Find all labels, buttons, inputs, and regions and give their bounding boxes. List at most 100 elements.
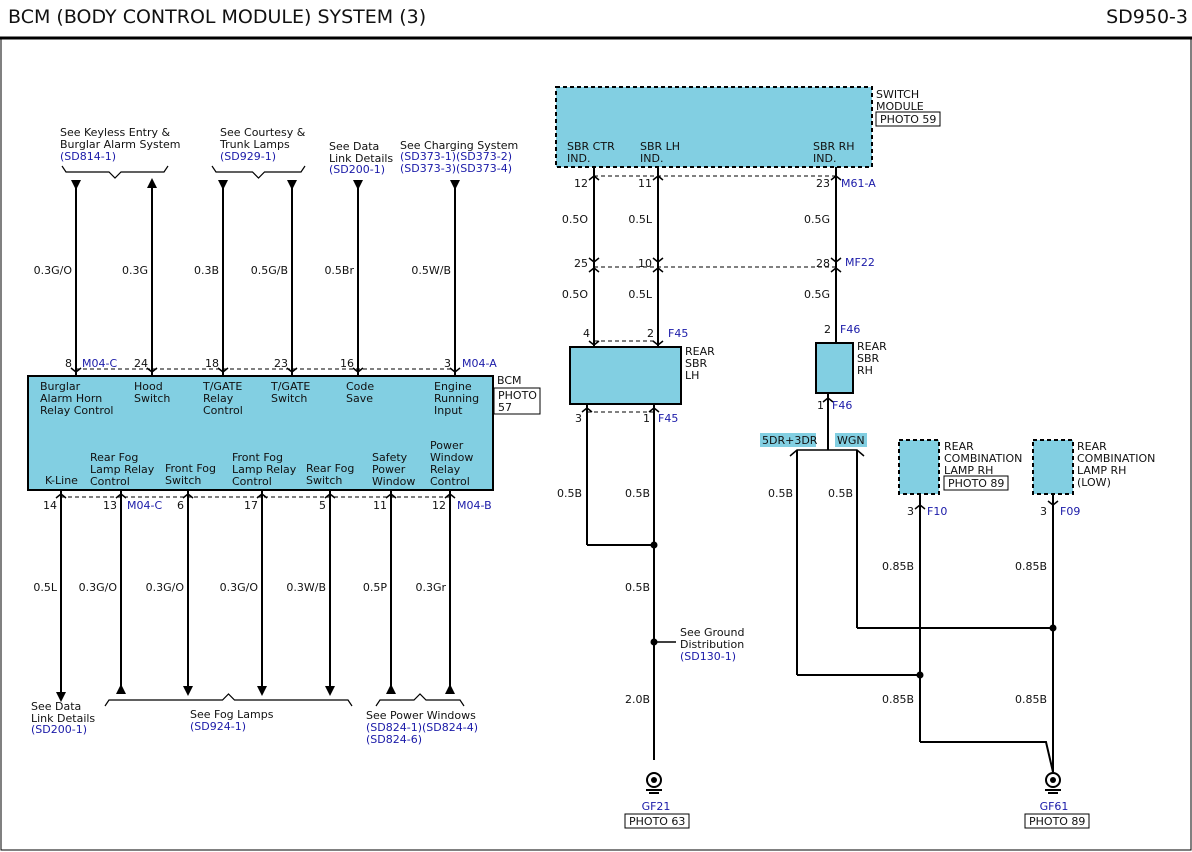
connector-chevron-icon — [256, 493, 268, 499]
bcm-pin-label: Switch — [134, 392, 170, 405]
reference-text: Link Details — [31, 712, 95, 725]
bcm-pin-label: Burglar — [40, 380, 81, 393]
rear-lamp-wire — [920, 741, 1054, 773]
arrow-down-icon — [56, 692, 66, 702]
wire-spec: 0.3G — [122, 264, 148, 277]
switch-module-name: SWITCH — [876, 88, 919, 101]
connector-chevron-icon — [70, 367, 82, 373]
pin-number: 3 — [444, 357, 451, 370]
ground-photo-label: PHOTO 63 — [629, 815, 685, 828]
pin-number: 3 — [907, 505, 914, 518]
bcm-pin-label: Relay — [203, 392, 234, 405]
sbr-rh-name: RH — [857, 364, 873, 377]
pin-number: 18 — [205, 357, 219, 370]
arrow-down-icon — [183, 686, 193, 696]
reference-link: (SD200-1) — [329, 163, 385, 176]
reference-brace — [104, 693, 353, 707]
connector-chevron-icon — [286, 367, 298, 373]
switch-module-photo — [875, 111, 941, 127]
connector-label: F46 — [840, 323, 860, 336]
bcm-pin-label: Front Fog — [232, 451, 283, 464]
arrow-up-icon — [116, 684, 126, 694]
pin-number: 16 — [340, 357, 354, 370]
switch-input-label: SBR LH — [640, 140, 680, 153]
sbr-lh-name: REAR — [685, 345, 715, 358]
wire-spec: 0.5G/B — [251, 264, 288, 277]
rear-lamp-rh-name: COMBINATION — [944, 452, 1022, 465]
wire-spec: 0.5B — [625, 581, 650, 594]
arrow-up-icon — [147, 178, 157, 188]
wire-spec: 0.5O — [562, 213, 588, 226]
rear-lamp-rh-box — [898, 439, 940, 495]
wire-spec: 0.85B — [882, 560, 914, 573]
variant-tag-label: 5DR+3DR — [762, 434, 818, 447]
switch-input-label: SBR CTR — [567, 140, 615, 153]
branch-brace — [789, 449, 865, 457]
pin-number: 25 — [574, 257, 588, 270]
arrow-down-icon — [71, 180, 81, 190]
connector-chevron-icon — [352, 367, 364, 373]
connector-label: F45 — [668, 327, 688, 340]
wire-spec: 0.5G — [804, 288, 830, 301]
bcm-pin-label: Lamp Relay — [232, 463, 297, 476]
switch-module-name: MODULE — [876, 100, 924, 113]
wire-spec: 0.5L — [628, 213, 652, 226]
wire-spec: 0.5G — [804, 213, 830, 226]
switch-module-box — [555, 86, 873, 168]
pin-number: 8 — [65, 357, 72, 370]
pin-number: 23 — [816, 177, 830, 190]
pin-number: 4 — [583, 327, 590, 340]
connector-chevron-icon — [146, 367, 158, 373]
bcm-pin-label: Switch — [306, 474, 342, 487]
ground-label: GF21 — [642, 800, 671, 813]
connector-chevron-icon — [588, 340, 600, 346]
pin-number: 1 — [817, 399, 824, 412]
wire-spec: 0.3G/O — [79, 581, 118, 594]
wire-spec: 0.5P — [363, 581, 387, 594]
bcm-pin-label: Hood — [134, 380, 163, 393]
connector-label: F46 — [832, 399, 852, 412]
connector-label: F10 — [927, 505, 947, 518]
rear-lamp-rh-low-name: REAR — [1077, 440, 1107, 453]
arrow-down-icon — [450, 180, 460, 190]
reference-text: Distribution — [680, 638, 744, 651]
bcm-pin-label: Front Fog — [165, 462, 216, 475]
connector-label: M04-A — [462, 357, 497, 370]
bcm-pin-label: Engine — [434, 380, 472, 393]
reference-text: See Ground — [680, 626, 744, 639]
pin-number: 3 — [575, 412, 582, 425]
bcm-pin-label: Rear Fog — [306, 462, 354, 475]
pin-number: 3 — [1040, 505, 1047, 518]
bcm-pin-label: Input — [434, 404, 463, 417]
connector-label: M04-C — [82, 357, 117, 370]
wire-spec: 0.5B — [768, 487, 793, 500]
reference-text: See Fog Lamps — [190, 708, 274, 721]
connector-chevron-icon — [385, 493, 397, 499]
connector-label: M04-B — [457, 499, 492, 512]
pin-number: 12 — [432, 499, 446, 512]
connector-chevron-icon — [324, 493, 336, 499]
arrow-up-icon — [386, 684, 396, 694]
page-title: BCM (BODY CONTROL MODULE) SYSTEM (3) — [8, 6, 427, 28]
bcm-pin-label: Control — [232, 475, 272, 488]
wire-spec: 0.5B — [557, 487, 582, 500]
connector-label: M61-A — [841, 177, 876, 190]
ground-label: GF61 — [1040, 800, 1069, 813]
reference-link: (SD373-1)(SD373-2) — [400, 150, 512, 163]
bcm-pin-label: Window — [430, 451, 473, 464]
connector-chevron-icon — [182, 493, 194, 499]
reference-link: (SD924-1) — [190, 720, 246, 733]
rear-lamp-rh-name: LAMP RH — [944, 464, 993, 477]
pin-number: 12 — [574, 177, 588, 190]
bcm-pin-label: Relay — [430, 463, 461, 476]
connector-chevron-icon — [830, 267, 842, 273]
rear-lamp-rh-low-box — [1032, 439, 1074, 495]
page-code: SD950-3 — [1106, 6, 1188, 28]
pin-number: 10 — [638, 257, 652, 270]
variant-tag — [835, 433, 867, 447]
reference-text: See Power Windows — [366, 709, 476, 722]
junction-dot — [916, 671, 924, 679]
junction-dot — [650, 541, 658, 549]
rear-lamp-rh-photo — [943, 475, 1009, 491]
sbr-lh-name: LH — [685, 369, 699, 382]
